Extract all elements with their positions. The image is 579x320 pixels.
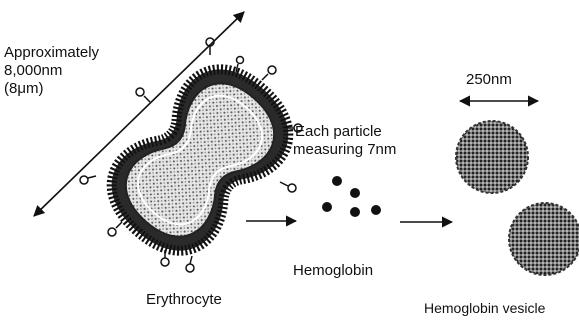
cell-size-label-line3: (8μm) <box>4 80 43 97</box>
erythrocyte-cell <box>80 38 307 272</box>
cell-size-label-line2: 8,000nm <box>4 62 62 79</box>
cell-size-label-line1: Approximately <box>4 44 99 61</box>
vesicle-size-label: 250nm <box>466 71 512 88</box>
hemoglobin-vesicle-label: Hemoglobin vesicle <box>424 300 545 317</box>
erythrocyte-label: Erythrocyte <box>146 291 222 308</box>
hemoglobin-vesicle-2 <box>509 203 579 275</box>
hemoglobin-vesicle-1 <box>456 121 528 193</box>
hemoglobin-label: Hemoglobin <box>293 262 373 279</box>
particle-size-label-line2: measuring 7nm <box>293 141 396 158</box>
particle-size-label-line1: Each particle <box>295 123 382 140</box>
hemoglobin-particles <box>322 176 381 217</box>
